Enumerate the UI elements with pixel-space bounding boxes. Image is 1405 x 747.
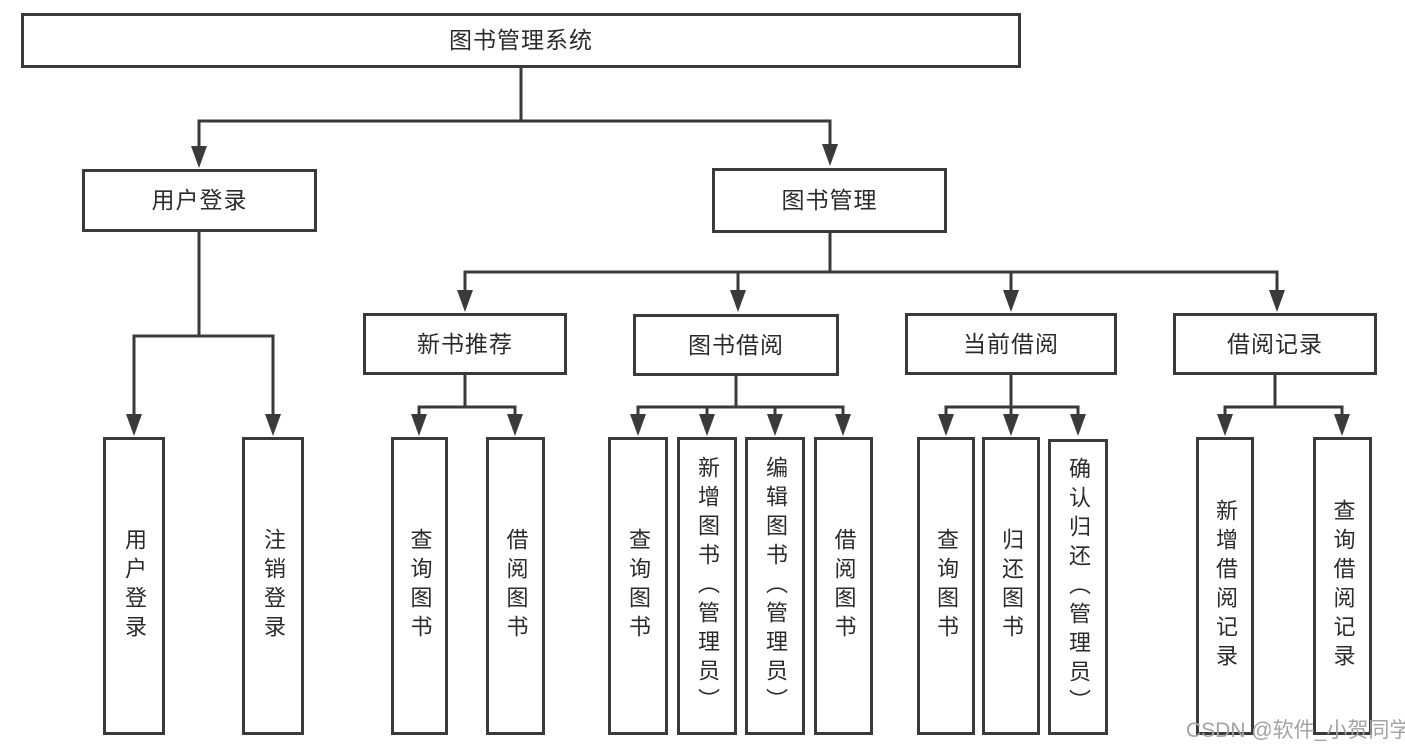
- leaf-user-login: 用户登录: [103, 437, 165, 735]
- leaf-borrow-add-books-admin: 新增图书（管理员）: [677, 437, 737, 735]
- node-borrow-records: 借阅记录: [1173, 313, 1377, 375]
- leaf-records-add-record: 新增借阅记录: [1196, 437, 1254, 735]
- leaf-current-return-books: 归还图书: [982, 437, 1040, 735]
- leaf-newbooks-borrow-books: 借阅图书: [486, 437, 545, 735]
- leaf-newbooks-query-books: 查询图书: [391, 437, 448, 735]
- node-user-login-branch: 用户登录: [82, 169, 317, 232]
- node-new-book-recommend: 新书推荐: [363, 313, 567, 375]
- leaf-borrow-query-books: 查询图书: [608, 437, 668, 735]
- node-book-borrow: 图书借阅: [633, 314, 839, 376]
- node-root-system: 图书管理系统: [21, 13, 1021, 68]
- leaf-borrow-edit-books-admin: 编辑图书（管理员）: [745, 437, 805, 735]
- csdn-watermark: CSDN @软件_小贺同学: [1186, 719, 1405, 742]
- leaf-logout: 注销登录: [242, 437, 304, 735]
- arrowheads: [126, 144, 1350, 436]
- leaf-current-confirm-return-admin: 确认归还（管理员）: [1048, 439, 1108, 735]
- node-book-management-branch: 图书管理: [712, 168, 947, 233]
- leaf-current-query-books: 查询图书: [917, 437, 975, 735]
- leaf-records-query-record: 查询借阅记录: [1313, 437, 1372, 735]
- node-current-borrow: 当前借阅: [905, 313, 1117, 375]
- leaf-borrow-borrow-books: 借阅图书: [814, 437, 873, 735]
